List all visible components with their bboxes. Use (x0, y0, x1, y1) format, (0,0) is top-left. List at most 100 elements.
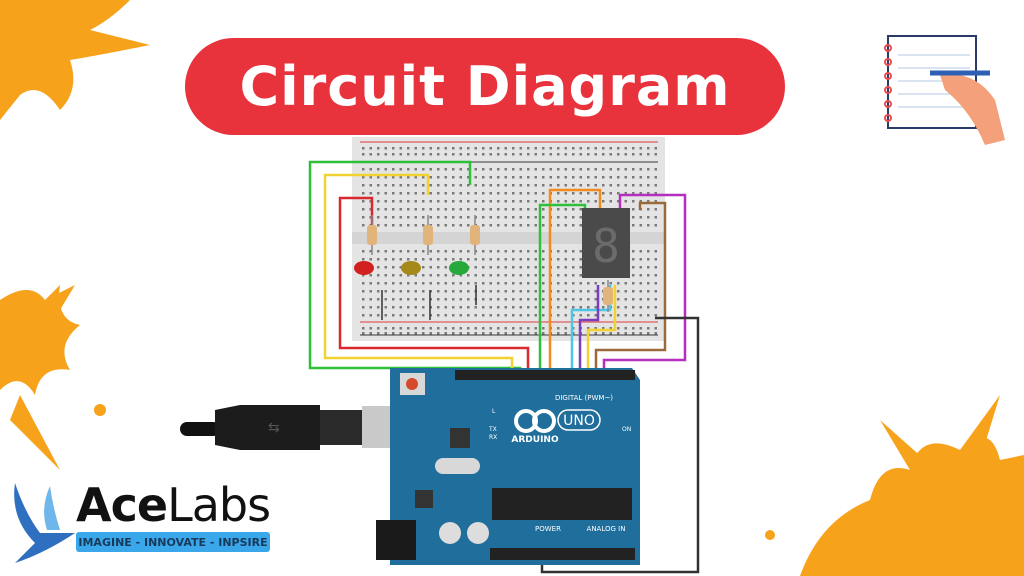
breadboard-hole (422, 250, 425, 253)
breadboard-hole (452, 258, 455, 261)
breadboard-hole (654, 314, 657, 317)
breadboard-hole (557, 224, 560, 227)
breadboard-hole (489, 266, 492, 269)
breadboard-hole (467, 314, 470, 317)
breadboard-hole (504, 332, 507, 335)
breadboard-hole (444, 306, 447, 309)
breadboard-hole (632, 208, 635, 211)
breadboard-hole (489, 153, 492, 156)
breadboard-hole (482, 327, 485, 330)
breadboard-hole (444, 327, 447, 330)
breadboard-hole (422, 290, 425, 293)
breadboard-hole (654, 168, 657, 171)
breadboard-hole (392, 298, 395, 301)
breadboard-hole (459, 298, 462, 301)
breadboard-hole (624, 332, 627, 335)
breadboard-hole (392, 306, 395, 309)
breadboard-hole (639, 327, 642, 330)
breadboard-hole (579, 298, 582, 301)
breadboard-hole (519, 216, 522, 219)
breadboard-hole (497, 147, 500, 150)
breadboard-hole (497, 306, 500, 309)
breadboard-hole (519, 176, 522, 179)
breadboard-hole (594, 282, 597, 285)
breadboard-hole (557, 208, 560, 211)
breadboard-hole (632, 298, 635, 301)
breadboard-hole (444, 176, 447, 179)
breadboard-hole (632, 250, 635, 253)
breadboard-hole (572, 224, 575, 227)
breadboard-hole (617, 290, 620, 293)
breadboard-hole (549, 147, 552, 150)
breadboard-hole (437, 216, 440, 219)
breadboard-hole (602, 168, 605, 171)
breadboard-hole (474, 168, 477, 171)
breadboard-hole (519, 200, 522, 203)
breadboard-hole (512, 327, 515, 330)
breadboard-hole (474, 327, 477, 330)
breadboard-hole (422, 200, 425, 203)
breadboard-hole (564, 306, 567, 309)
breadboard-hole (407, 327, 410, 330)
breadboard-hole (527, 250, 530, 253)
breadboard-hole (519, 290, 522, 293)
breadboard-hole (504, 184, 507, 187)
breadboard-hole (459, 192, 462, 195)
breadboard-hole (504, 298, 507, 301)
breadboard-hole (617, 332, 620, 335)
breadboard-hole (519, 168, 522, 171)
breadboard-hole (437, 314, 440, 317)
breadboard-hole (377, 153, 380, 156)
breadboard-hole (489, 258, 492, 261)
breadboard-hole (519, 298, 522, 301)
breadboard-hole (392, 153, 395, 156)
svg-text:DIGITAL (PWM~): DIGITAL (PWM~) (555, 394, 613, 402)
breadboard-hole (512, 258, 515, 261)
breadboard-hole (362, 147, 365, 150)
breadboard-hole (564, 250, 567, 253)
breadboard-hole (482, 200, 485, 203)
breadboard-hole (399, 314, 402, 317)
breadboard-hole (489, 306, 492, 309)
breadboard-hole (437, 306, 440, 309)
breadboard-hole (392, 208, 395, 211)
breadboard-hole (422, 184, 425, 187)
breadboard-hole (422, 208, 425, 211)
breadboard-hole (362, 314, 365, 317)
breadboard-hole (497, 208, 500, 211)
breadboard-hole (504, 153, 507, 156)
breadboard-hole (587, 306, 590, 309)
breadboard-hole (594, 176, 597, 179)
breadboard-hole (504, 168, 507, 171)
breadboard-hole (609, 314, 612, 317)
breadboard-hole (512, 184, 515, 187)
reset-button[interactable] (406, 378, 418, 390)
breadboard-hole (384, 184, 387, 187)
breadboard-hole (564, 290, 567, 293)
breadboard-hole (512, 274, 515, 277)
breadboard-hole (407, 200, 410, 203)
breadboard-hole (429, 200, 432, 203)
breadboard-hole (557, 282, 560, 285)
breadboard-hole (422, 327, 425, 330)
breadboard-hole (572, 153, 575, 156)
breadboard-hole (632, 184, 635, 187)
breadboard-hole (399, 224, 402, 227)
breadboard-hole (557, 290, 560, 293)
breadboard-hole (407, 168, 410, 171)
breadboard-hole (392, 147, 395, 150)
breadboard-hole (414, 327, 417, 330)
breadboard-hole (519, 153, 522, 156)
breadboard-hole (414, 192, 417, 195)
breadboard-hole (647, 153, 650, 156)
breadboard-hole (512, 332, 515, 335)
breadboard-hole (572, 200, 575, 203)
breadboard-hole (482, 184, 485, 187)
breadboard-hole (527, 153, 530, 156)
breadboard-hole (624, 192, 627, 195)
breadboard-hole (587, 168, 590, 171)
breadboard-hole (564, 184, 567, 187)
breadboard-hole (624, 314, 627, 317)
breadboard-hole (444, 282, 447, 285)
breadboard-hole (467, 208, 470, 211)
